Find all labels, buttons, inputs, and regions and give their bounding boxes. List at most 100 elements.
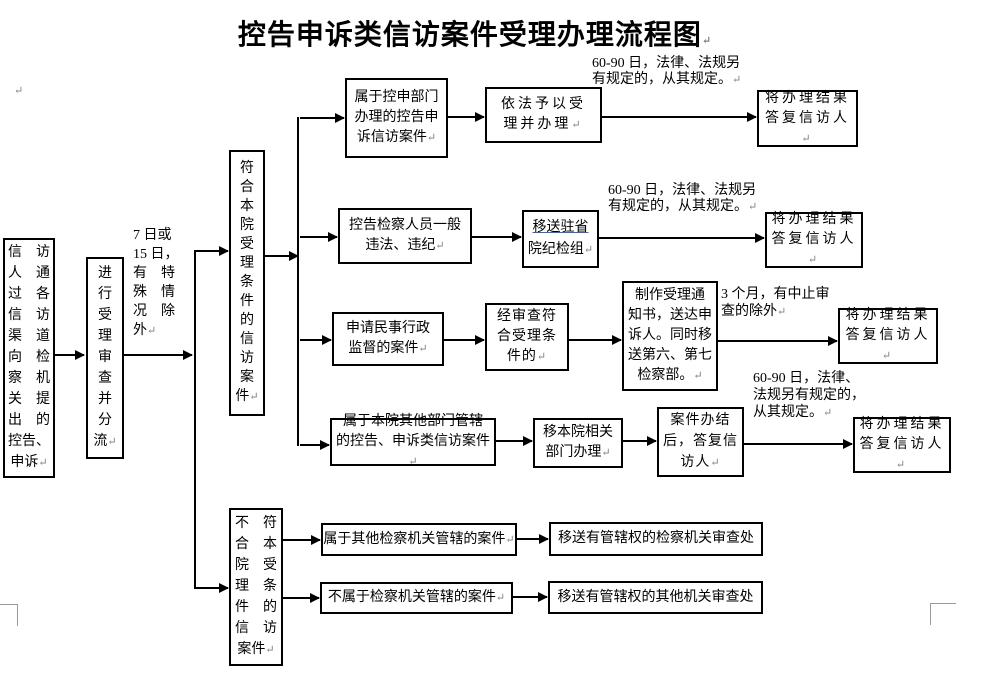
box-transfer-related-dept: 移本院相关部门办理↵ [533, 418, 623, 468]
paragraph-mark: ↵ [801, 132, 814, 145]
page-corner-mark [930, 603, 931, 625]
flow-arrow-branch-to-row4 [300, 440, 330, 450]
box-label: 属于控申部门办理的控告申诉信访案件 [354, 90, 439, 145]
box-close-and-reply: 案件办结后，答复信访人↵ [657, 407, 744, 477]
box-reply-result-row4: 将办理结果答复信访人↵ [853, 417, 951, 473]
page-title-text: 控告申诉类信访案件受理办理流程图 [237, 20, 702, 51]
flow-arrow-row4-transfer-to-close [623, 436, 657, 446]
page-corner-mark [0, 604, 18, 605]
box-reply-result-row3: 将办理结果答复信访人↵ [838, 308, 938, 364]
box-transfer-to-procuratorate: 移送有管辖权的检察机关审查处 [549, 522, 763, 556]
flow-arrow-row5-case-to-action [517, 534, 549, 544]
box-review-meets-conditions: 经审查符合受理条件的↵ [485, 303, 569, 371]
box-ctrl-appeal-dept-cases: 属于控申部门办理的控告申诉信访案件↵ [345, 78, 448, 158]
flow-arrow-source-to-review [55, 350, 85, 360]
paragraph-mark: ↵ [710, 457, 721, 469]
paragraph-mark: ↵ [14, 85, 24, 97]
flow-arrow-accept-to-branch [265, 251, 299, 261]
paragraph-mark: ↵ [748, 201, 758, 213]
branch-line-accepted [297, 117, 299, 446]
paragraph-mark: ↵ [571, 119, 584, 131]
page-corner-mark [17, 604, 18, 626]
flow-arrow-split-to-accept [195, 246, 229, 256]
paragraph-mark: ↵ [249, 391, 259, 403]
note-text: 60-90 日，法律、法规另有规定的，从其规定。 [608, 183, 757, 214]
box-label-underlined: 移送驻省 [532, 220, 589, 235]
box-reply-result-row2: 将办理结果答复信访人↵ [765, 212, 863, 268]
paragraph-mark: ↵ [732, 74, 742, 86]
box-label: 制作受理通知书，送达申诉人。同时移送第六、第七检察部。 [628, 288, 712, 383]
box-label: 将办理结果答复信访人 [845, 308, 931, 343]
flow-arrow-row4-case-to-transfer [496, 436, 533, 446]
box-label: 将办理结果答复信访人 [765, 90, 850, 126]
box-label: 依法予以受理并办理 [501, 97, 586, 132]
box-prosecutor-violation-complaint: 控告检察人员一般违法、违纪↵ [338, 208, 472, 264]
paragraph-mark: ↵ [505, 533, 515, 546]
box-transfer-discipline-group: 移送驻省院纪检组↵ [522, 210, 599, 268]
box-not-procuratorate-cases: 不属于检察机关管辖的案件↵ [320, 582, 513, 614]
page-title: 控告申诉类信访案件受理办理流程图↵ [235, 13, 715, 53]
flow-arrow-split-to-reject [195, 583, 229, 593]
note-3-months: 3 个月，有中止审查的除外↵ [721, 286, 830, 321]
paragraph-mark: ↵ [536, 351, 548, 363]
paragraph-mark: ↵ [823, 407, 833, 419]
box-label: 院纪检组 [527, 242, 584, 257]
box-other-procuratorate-cases: 属于其他检察机关管辖的案件↵ [321, 523, 517, 556]
box-label: 将办理结果答复信访人 [771, 212, 857, 247]
flow-arrow-row3-review-to-notice [569, 335, 622, 345]
flow-arrow-row1-handle-to-reply [602, 112, 757, 122]
box-label: 控告检察人员一般违法、违纪 [349, 218, 461, 253]
paragraph-mark: ↵ [495, 592, 506, 604]
box-label: 移送有管辖权的其他机关审查处 [557, 589, 754, 605]
note-text: 60-90 日，法律、法规另有规定的，从其规定。 [753, 371, 865, 420]
box-label: 申请民事行政监督的案件 [346, 321, 430, 356]
paragraph-mark: ↵ [701, 35, 713, 47]
box-review-and-split: 进行受理审查并分流↵ [86, 257, 124, 459]
box-label: 符合本院受理条件的信访案件 [235, 161, 254, 404]
branch-line-split [194, 250, 196, 589]
paragraph-mark: ↵ [583, 244, 594, 256]
flow-arrow-row6-case-to-action [513, 592, 548, 602]
note-60-90-days-row1: 60-90 日，法律、法规另有规定的，从其规定。↵ [592, 56, 741, 88]
flow-arrow-branch-to-row3 [300, 335, 332, 345]
paragraph-mark: ↵ [408, 456, 418, 468]
box-label: 移本院相关部门办理 [543, 425, 613, 460]
box-reply-result-row1: 将办理结果答复信访人 ↵ [757, 90, 858, 147]
paragraph-mark: ↵ [418, 343, 428, 355]
flow-arrow-row3-notice-to-reply [718, 336, 838, 346]
box-label: 属于其他检察机关管辖的案件 [323, 531, 506, 547]
box-meets-acceptance-conditions: 符合本院受理条件的信访案件↵ [229, 150, 265, 416]
box-civil-admin-supervision: 申请民事行政监督的案件↵ [332, 312, 444, 366]
box-not-meet-conditions: 不 符合 本院 受理 条件 的信 访案件↵ [229, 508, 283, 666]
box-transfer-to-other-organ: 移送有管辖权的其他机关审查处 [548, 581, 763, 614]
box-label: 不 符合 本院 受理 条件 的信 访案件 [235, 516, 277, 657]
paragraph-mark: ↵ [601, 447, 611, 459]
flow-arrow-row3-case-to-review [444, 335, 485, 345]
note-text: 3 个月，有中止审查的除外 [721, 287, 830, 319]
flow-arrow-row4-close-to-reply [744, 439, 853, 449]
flow-arrow-reject-to-row6 [283, 593, 320, 603]
box-label: 进行受理审查并分流 [93, 266, 112, 449]
box-accept-and-handle: 依法予以受理并办理↵ [485, 87, 602, 143]
box-other-dept-cases: 属于本院其他部门管辖的控告、申诉类信访案件 ↵ [330, 414, 496, 468]
box-label: 将办理结果答复信访人 [859, 417, 945, 452]
box-label: 信 访人 通过 各信 访渠 道向 检察 机关 提出 的控告、申诉 [8, 245, 50, 470]
paragraph-mark: ↵ [426, 132, 437, 144]
flow-arrow-reject-to-row5 [283, 535, 321, 545]
flow-arrow-branch-to-row1 [300, 113, 345, 123]
box-label: 不属于检察机关管辖的案件 [327, 590, 496, 605]
note-text: 60-90 日，法律、法规另有规定的，从其规定。 [592, 56, 741, 87]
flow-arrow-review-to-split [124, 350, 193, 360]
paragraph-mark: ↵ [147, 325, 157, 337]
paragraph-mark: ↵ [265, 644, 275, 656]
paragraph-mark: ↵ [107, 436, 117, 448]
note-60-90-days-row4: 60-90 日，法律、法规另有规定的，从其规定。↵ [753, 370, 865, 422]
box-label: 经审查符合受理条件的 [497, 309, 557, 364]
page-corner-mark [930, 603, 956, 604]
paragraph-mark: ↵ [777, 306, 787, 318]
box-make-acceptance-notice: 制作受理通知书，送达申诉人。同时移送第六、第七检察部。↵ [622, 281, 718, 391]
flow-arrow-branch-to-row2 [300, 232, 338, 242]
box-label: 属于本院其他部门管辖的控告、申诉类信访案件 [336, 414, 490, 449]
